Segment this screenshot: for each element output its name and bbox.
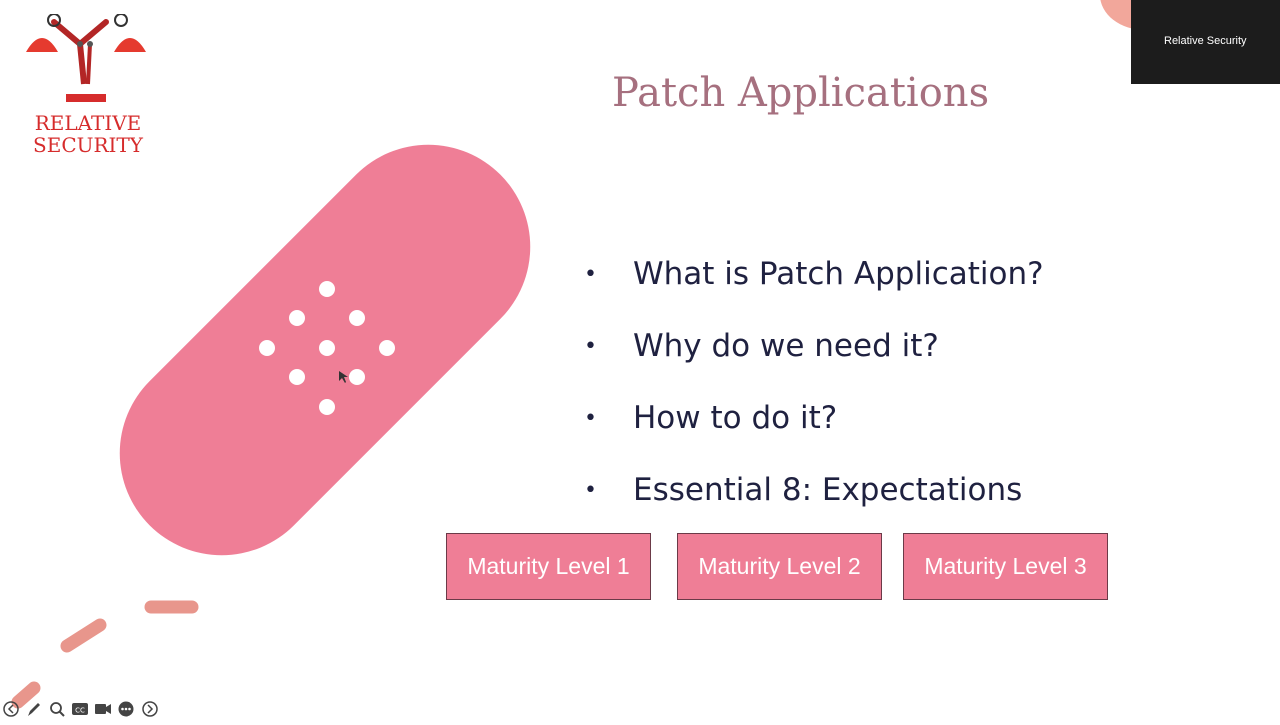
bullet-list: • What is Patch Application? • Why do we… <box>584 238 1044 526</box>
logo-text-line2: SECURITY <box>33 133 143 157</box>
relative-security-logo: RELATIVE SECURITY <box>18 13 158 164</box>
maturity-level-2-button[interactable]: Maturity Level 2 <box>677 533 882 600</box>
mouse-cursor-icon <box>339 371 348 383</box>
bullet-text: What is Patch Application? <box>633 256 1044 292</box>
bandage-holes <box>259 281 395 415</box>
bullet-dot: • <box>584 405 597 431</box>
bullet-text: Why do we need it? <box>633 328 939 364</box>
bullet-item: • Essential 8: Expectations <box>584 454 1044 526</box>
lamp-logo-icon <box>26 13 146 102</box>
bullet-item: • What is Patch Application? <box>584 238 1044 310</box>
pen-icon[interactable] <box>24 698 44 720</box>
dashed-trail <box>11 600 199 709</box>
presentation-toolbar: CC <box>0 698 170 720</box>
next-icon[interactable] <box>140 698 160 720</box>
zoom-icon[interactable] <box>47 698 67 720</box>
maturity-level-1-button[interactable]: Maturity Level 1 <box>446 533 651 600</box>
previous-icon[interactable] <box>1 698 21 720</box>
bullet-dot: • <box>584 261 597 287</box>
bullet-text: How to do it? <box>633 400 838 436</box>
bullet-dot: • <box>584 477 597 503</box>
maturity-level-3-button[interactable]: Maturity Level 3 <box>903 533 1108 600</box>
logo-text-line1: RELATIVE <box>34 111 142 135</box>
bandage-illustration <box>11 144 531 709</box>
captions-icon[interactable]: CC <box>70 698 90 720</box>
bullet-dot: • <box>584 333 597 359</box>
bullet-item: • Why do we need it? <box>584 310 1044 382</box>
bandage-shape <box>119 144 531 556</box>
svg-text:CC: CC <box>75 707 85 715</box>
slide-title: Patch Applications <box>612 70 990 116</box>
video-icon[interactable] <box>93 698 113 720</box>
bullet-text: Essential 8: Expectations <box>633 472 1023 508</box>
participant-name-label: Relative Security <box>1160 34 1251 48</box>
bullet-item: • How to do it? <box>584 382 1044 454</box>
more-icon[interactable] <box>116 698 136 720</box>
